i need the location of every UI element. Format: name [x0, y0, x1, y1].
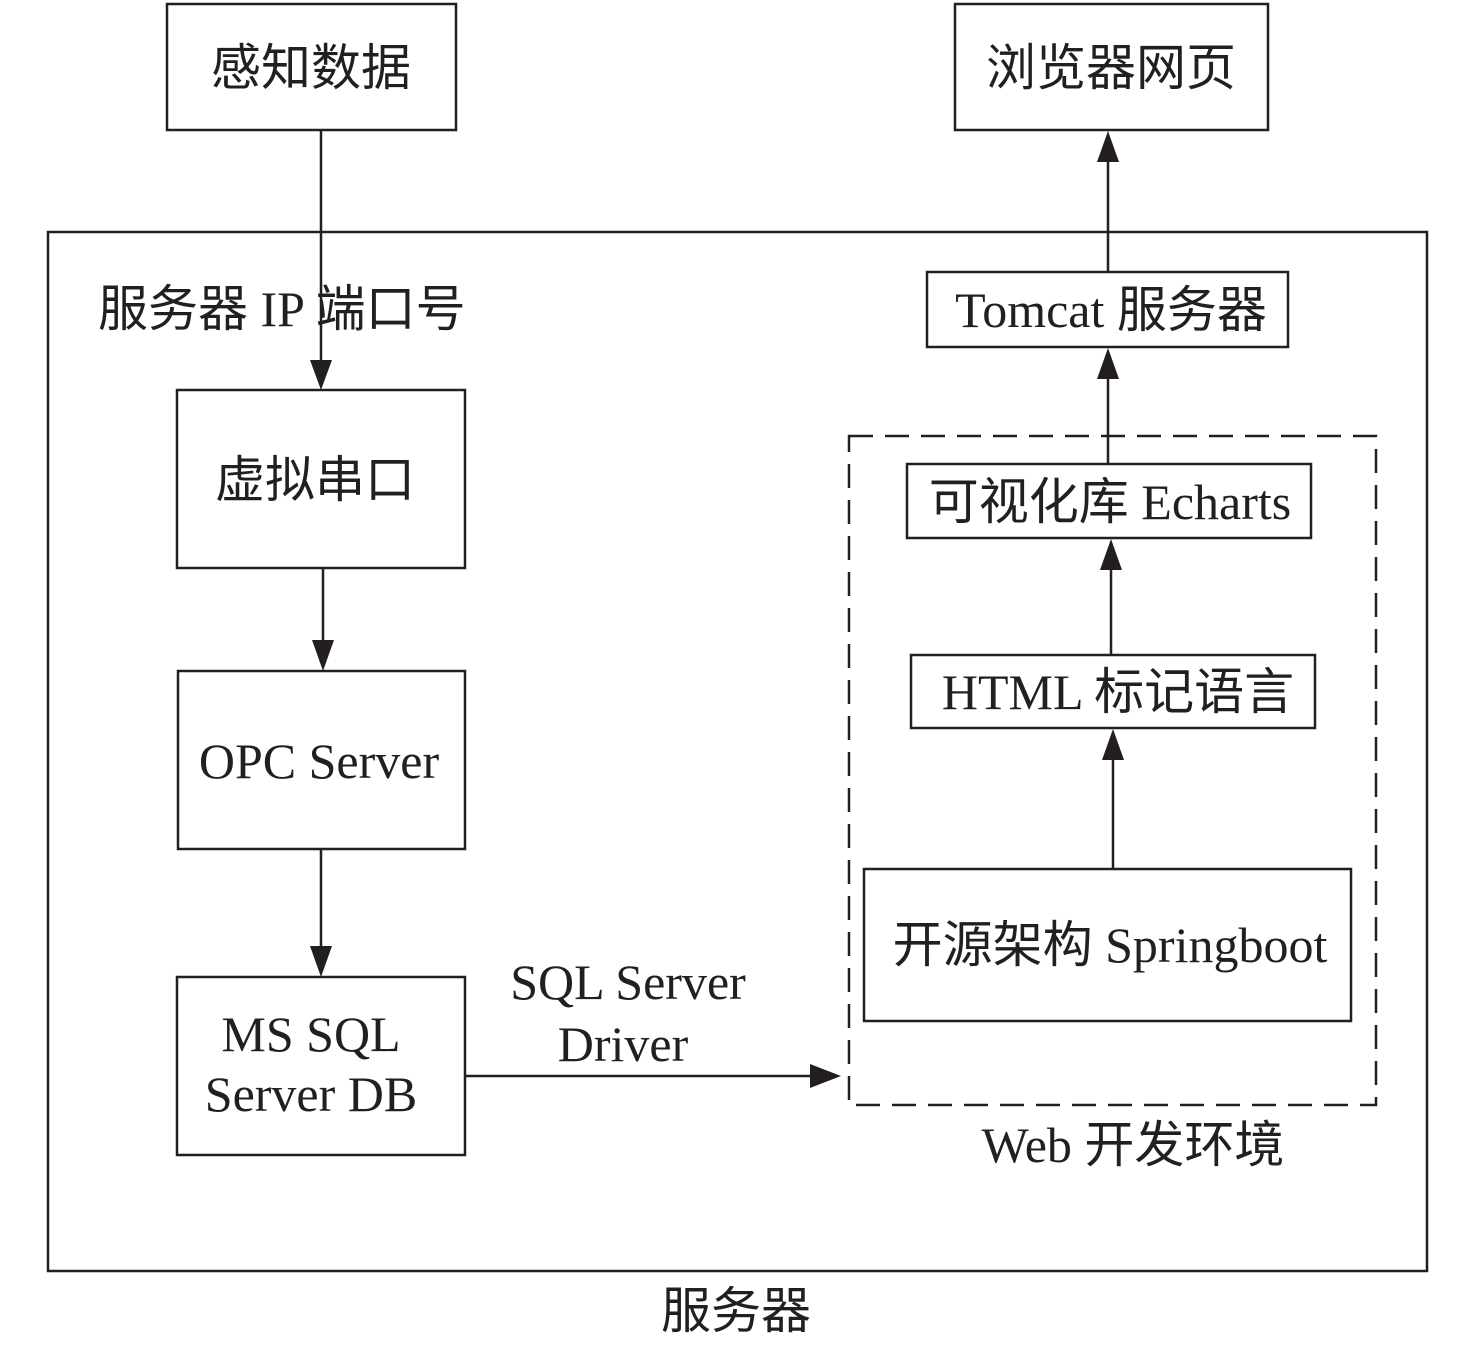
arrow-head-right — [810, 1064, 841, 1088]
arrow-springboot-to-html — [1102, 729, 1124, 869]
arrow-html-to-echarts — [1100, 539, 1122, 655]
echarts-label: 可视化库 Echarts — [929, 474, 1291, 530]
html-node: HTML 标记语言 — [909, 653, 1317, 730]
server-ip-port-label: 服务器 IP 端口号 — [98, 281, 466, 337]
html-label: HTML 标记语言 — [942, 664, 1294, 720]
web-env-label: Web 开发环境 — [982, 1117, 1285, 1173]
ms-sql-label-line2: Server DB — [205, 1066, 417, 1122]
arrow-serial-to-opc — [312, 568, 334, 671]
arrow-head-up — [1097, 348, 1119, 379]
sensing-data-label: 感知数据 — [211, 40, 411, 96]
sql-driver-label-line1: SQL Server — [510, 954, 746, 1010]
opc-server-label: OPC Server — [199, 733, 440, 789]
web-env-dashed-box — [847, 434, 1378, 1107]
browser-page-label: 浏览器网页 — [986, 40, 1236, 96]
virtual-serial-node: 虚拟串口 — [175, 388, 467, 570]
arrow-head-up — [1097, 131, 1119, 162]
tomcat-label: Tomcat 服务器 — [955, 282, 1267, 338]
arrow-tomcat-to-browser — [1097, 131, 1119, 272]
server-container-box — [46, 230, 1429, 1273]
web-env-group: Web 开发环境 — [847, 434, 1378, 1173]
ms-sql-node: MS SQL Server DB — [175, 975, 467, 1157]
sensing-data-box — [165, 2, 458, 132]
opc-server-node: OPC Server — [176, 669, 467, 851]
browser-page-node: 浏览器网页 — [953, 2, 1270, 132]
html-box — [909, 653, 1317, 730]
sql-driver-label-line2: Driver — [558, 1016, 689, 1072]
arrow-head-down — [312, 640, 334, 671]
arrow-head-down — [310, 946, 332, 977]
arrow-echarts-to-tomcat — [1097, 348, 1119, 464]
arrow-mssql-to-web-env — [465, 1064, 841, 1088]
sql-driver-edge-label: SQL Server Driver — [510, 954, 746, 1072]
arrow-sensing-to-serial — [310, 130, 332, 390]
springboot-node: 开源架构 Springboot — [862, 867, 1353, 1023]
arrow-head-down — [310, 360, 332, 390]
browser-page-box — [953, 2, 1270, 132]
springboot-box — [862, 867, 1353, 1023]
springboot-label: 开源架构 Springboot — [893, 917, 1328, 973]
ms-sql-label-line1: MS SQL — [221, 1006, 400, 1062]
tomcat-node: Tomcat 服务器 — [925, 270, 1290, 349]
echarts-node: 可视化库 Echarts — [905, 462, 1313, 540]
arrow-opc-to-mssql — [310, 849, 332, 977]
sensing-data-node: 感知数据 — [165, 2, 458, 132]
arrow-head-up — [1100, 539, 1122, 570]
arrow-head-up — [1102, 729, 1124, 760]
server-group: 服务器 服务器 IP 端口号 — [46, 230, 1429, 1339]
server-group-label: 服务器 — [661, 1283, 811, 1339]
virtual-serial-label: 虚拟串口 — [215, 452, 415, 508]
